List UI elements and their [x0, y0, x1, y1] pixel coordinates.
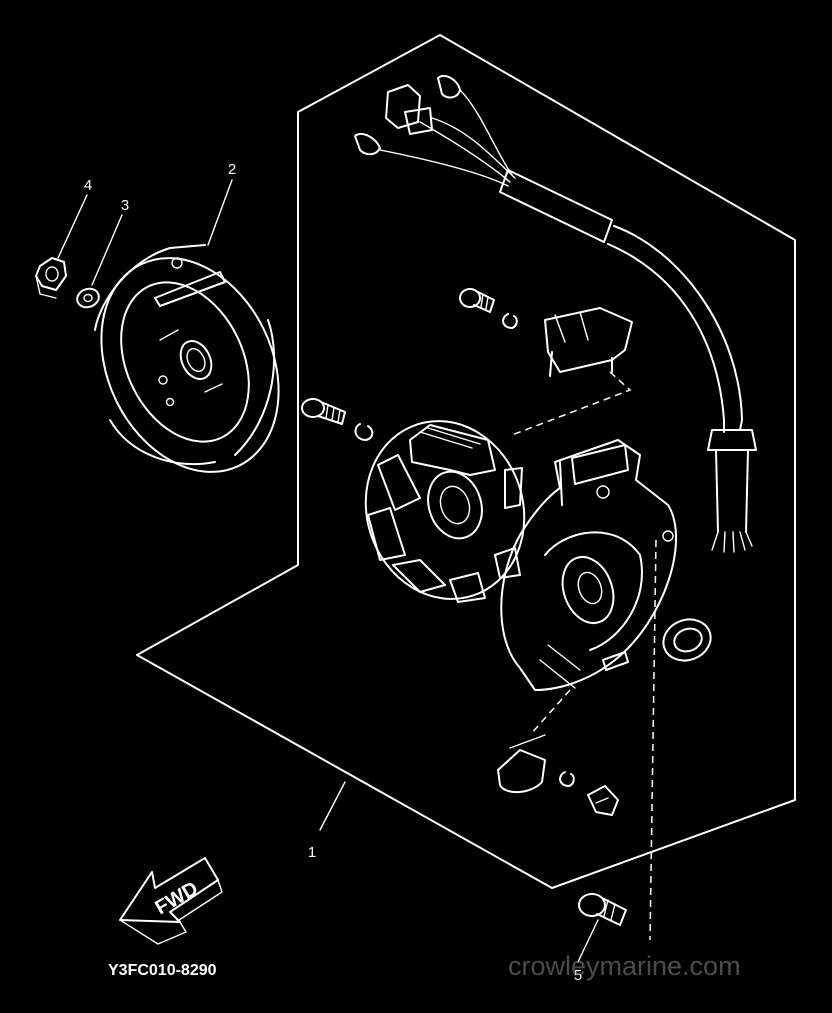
wire-clamp[interactable]: [497, 734, 546, 794]
stator-screw[interactable]: [301, 398, 346, 425]
mounting-screw[interactable]: [578, 893, 627, 926]
callout-5: 5: [574, 967, 582, 984]
flywheel[interactable]: [67, 228, 313, 501]
callout-1: 1: [308, 844, 316, 861]
leader-lines: [57, 179, 599, 963]
watermark: crowleymarine.com: [508, 951, 741, 981]
base-plate[interactable]: [500, 439, 677, 691]
callout-4: 4: [84, 177, 92, 194]
pulser-coil-screw[interactable]: [459, 288, 495, 313]
assembly-boundary: [136, 34, 796, 889]
stator-coil[interactable]: [343, 400, 547, 619]
assembly-guide-lines: [511, 371, 657, 941]
callout-3: 3: [121, 197, 129, 214]
clamp-washer: [559, 771, 575, 787]
nut[interactable]: [35, 257, 67, 299]
forward-direction-arrow: FWD: [119, 857, 223, 945]
stator-lock-washer: [354, 423, 374, 441]
diagram-code: Y3FC010-8290: [108, 962, 217, 979]
wire-harness[interactable]: [354, 74, 757, 553]
fwd-label: FWD: [152, 878, 202, 920]
oil-seal[interactable]: [658, 613, 717, 667]
pulser-coil-washer: [502, 313, 518, 329]
pulser-coil[interactable]: [544, 307, 633, 377]
clamp-screw[interactable]: [587, 785, 619, 816]
callout-2: 2: [228, 161, 236, 178]
washer[interactable]: [75, 286, 102, 310]
